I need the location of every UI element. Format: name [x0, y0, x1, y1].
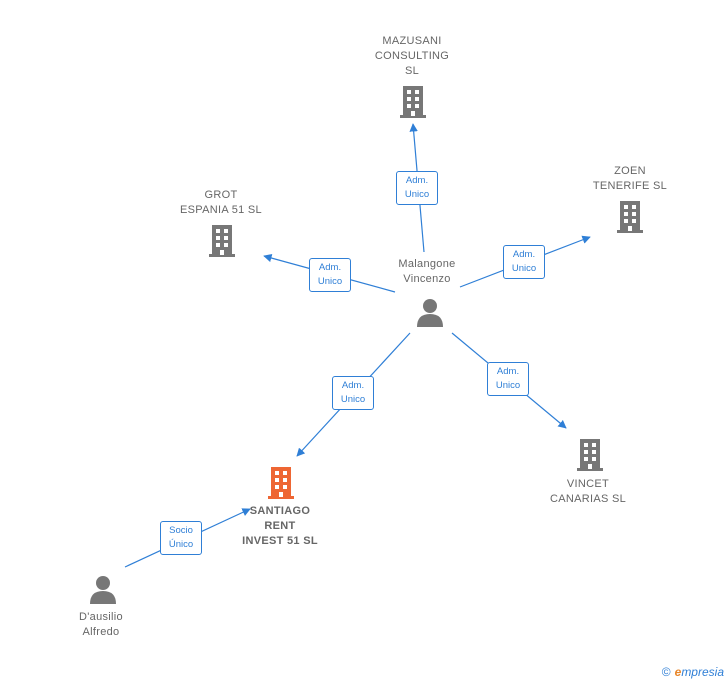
- edge-label-vincet: Adm. Unico: [487, 362, 529, 396]
- copyright-icon: ©: [661, 665, 671, 679]
- building-icon-grot[interactable]: [209, 225, 235, 257]
- brand-name: mpresia: [681, 665, 724, 679]
- edge-label-mazusani: Adm. Unico: [396, 171, 438, 205]
- building-icon-zoen[interactable]: [617, 201, 643, 233]
- node-label-santiago[interactable]: SANTIAGO RENT INVEST 51 SL: [242, 505, 318, 547]
- building-icon-mazusani[interactable]: [400, 86, 426, 118]
- node-label-zoen[interactable]: ZOEN TENERIFE SL: [592, 165, 668, 192]
- edge-label-santiago: Adm. Unico: [332, 376, 374, 410]
- node-label-mazusani[interactable]: MAZUSANI CONSULTING SL: [374, 35, 450, 77]
- edge-label-dausilio: Socio Único: [160, 521, 202, 555]
- person-icon-dausilio[interactable]: [90, 576, 116, 604]
- brand-logo: ©empresia: [662, 665, 724, 679]
- node-label-malangone[interactable]: Malangone Vincenzo: [398, 258, 456, 285]
- edge-label-grot: Adm. Unico: [309, 258, 351, 292]
- node-label-grot[interactable]: GROT ESPANIA 51 SL: [180, 189, 262, 216]
- edge-label-zoen: Adm. Unico: [503, 245, 545, 279]
- node-label-vincet[interactable]: VINCET CANARIAS SL: [549, 478, 627, 505]
- building-icon-santiago[interactable]: [268, 467, 294, 499]
- node-label-dausilio[interactable]: D'ausilio Alfredo: [79, 611, 123, 638]
- brand-initial: e: [674, 665, 682, 679]
- building-icon-vincet[interactable]: [577, 439, 603, 471]
- person-icon-malangone[interactable]: [417, 299, 443, 327]
